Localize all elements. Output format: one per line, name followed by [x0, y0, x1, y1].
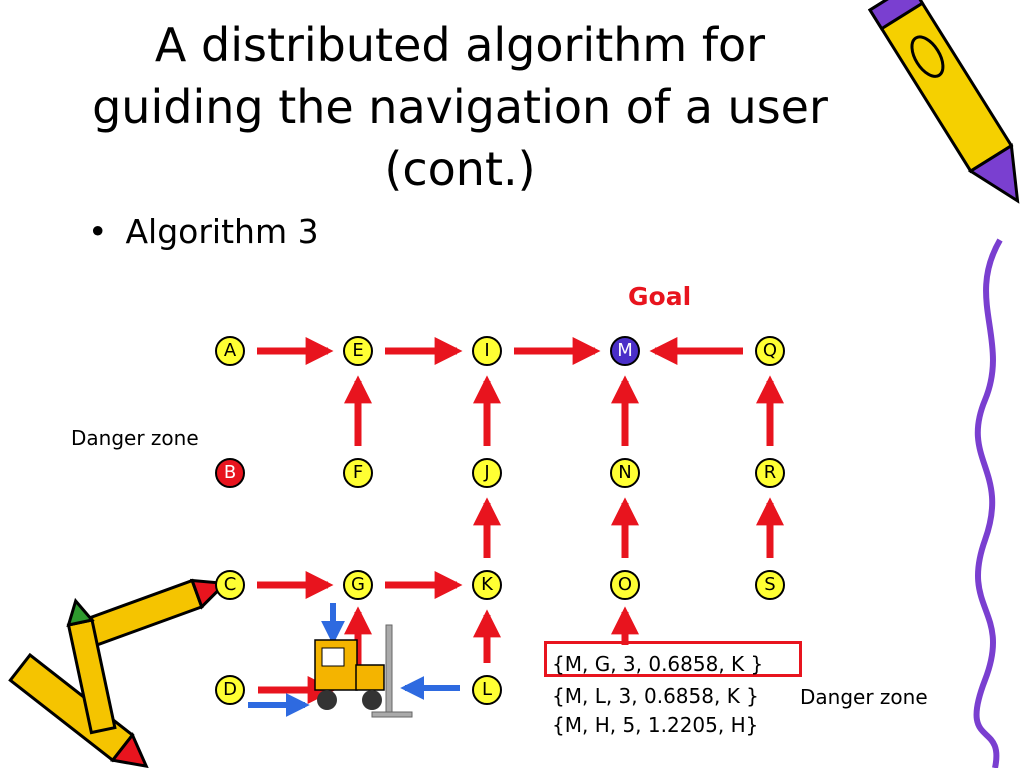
node-i: I: [472, 336, 502, 366]
edge-layer: [257, 337, 784, 663]
node-o: O: [610, 570, 640, 600]
node-c: C: [215, 570, 245, 600]
message-line: {M, H, 5, 1.2205, H}: [552, 713, 759, 737]
pencil-icon: [867, 0, 1020, 204]
message-line: {M, L, 3, 0.6858, K }: [552, 684, 759, 708]
goal-label: Goal: [628, 282, 692, 311]
node-d: D: [215, 675, 245, 705]
node-e: E: [343, 336, 373, 366]
node-k: K: [472, 570, 502, 600]
message-line: {M, G, 3, 0.6858, K }: [552, 652, 764, 676]
decorative-border: [973, 238, 1003, 768]
slide-title: A distributed algorithm for guiding the …: [92, 18, 828, 196]
node-j: J: [472, 458, 502, 488]
node-s: S: [755, 570, 785, 600]
bullet-dot: •: [88, 212, 108, 251]
bullet-item: •Algorithm 3: [88, 212, 319, 251]
forklift-icon: [314, 624, 413, 718]
node-r: R: [755, 458, 785, 488]
node-g: G: [343, 570, 373, 600]
node-l: L: [472, 675, 502, 705]
highlight-box: [544, 641, 802, 677]
danger-zone-label: Danger zone: [71, 426, 199, 450]
crayon-icon: [8, 578, 229, 768]
node-q: Q: [755, 336, 785, 366]
node-n: N: [610, 458, 640, 488]
node-f: F: [343, 458, 373, 488]
node-m: M: [610, 336, 640, 366]
node-b: B: [215, 458, 245, 488]
danger-zone-label: Danger zone: [800, 685, 928, 709]
node-a: A: [215, 336, 245, 366]
